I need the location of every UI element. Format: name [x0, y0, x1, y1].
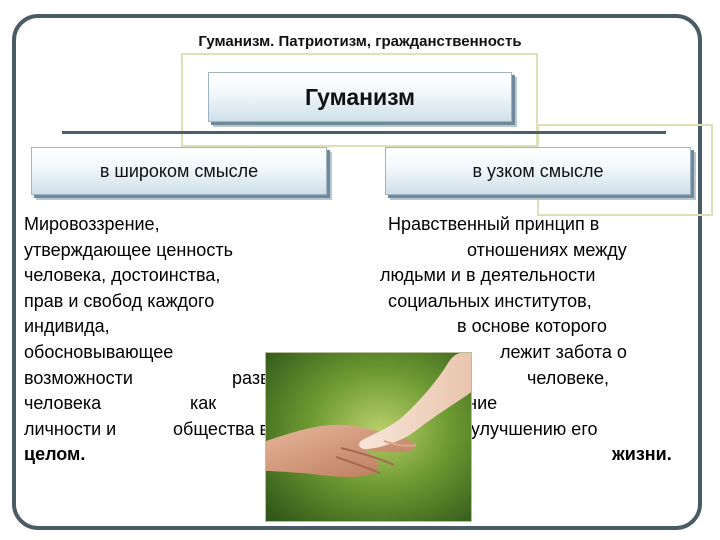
- right-text-line: людьми и в деятельности: [380, 265, 596, 285]
- right-text-line: социальных институтов,: [388, 291, 592, 311]
- left-text-line: индивида,: [24, 316, 110, 336]
- slide-title: Гуманизм. Патриотизм, гражданственность: [198, 33, 522, 50]
- left-text-line: человека, достоинства,: [24, 265, 221, 285]
- main-concept-label: Гуманизм: [304, 83, 416, 110]
- divider-line: [62, 131, 666, 134]
- right-text-line: к улучшению его: [458, 419, 598, 439]
- right-text-line: в основе которого: [457, 316, 607, 336]
- left-text-line: прав и свобод каждого: [24, 291, 215, 311]
- right-text-line: жизни.: [612, 444, 672, 464]
- narrow-sense-label: в узком смысле: [472, 160, 604, 181]
- hands-photo: [265, 352, 472, 522]
- left-text-line: человека: [24, 393, 102, 413]
- left-text-line: целом.: [24, 444, 86, 464]
- right-text-line: отношениях между: [467, 240, 627, 260]
- left-text-line: личности и: [24, 419, 117, 439]
- left-text-line: утверждающее ценность: [24, 240, 233, 260]
- narrow-sense-box: в узком смысле: [385, 147, 691, 195]
- right-text-line: Нравственный принцип в: [388, 214, 600, 234]
- broad-sense-box: в широком смысле: [31, 147, 327, 195]
- right-text-line: человеке,: [527, 368, 609, 388]
- left-text-line: возможности: [24, 368, 133, 388]
- right-text-line: лежит забота о: [500, 342, 627, 362]
- left-text-line: как: [190, 393, 217, 413]
- left-text-line: обосновывающее: [24, 342, 174, 362]
- hands-icon: [266, 353, 471, 521]
- broad-sense-label: в широком смысле: [99, 160, 259, 181]
- left-text-line: общества в: [173, 419, 270, 439]
- decorative-rectangle: [181, 53, 538, 147]
- left-text-line: Мировоззрение,: [24, 214, 160, 234]
- main-concept-box: Гуманизм: [208, 72, 512, 122]
